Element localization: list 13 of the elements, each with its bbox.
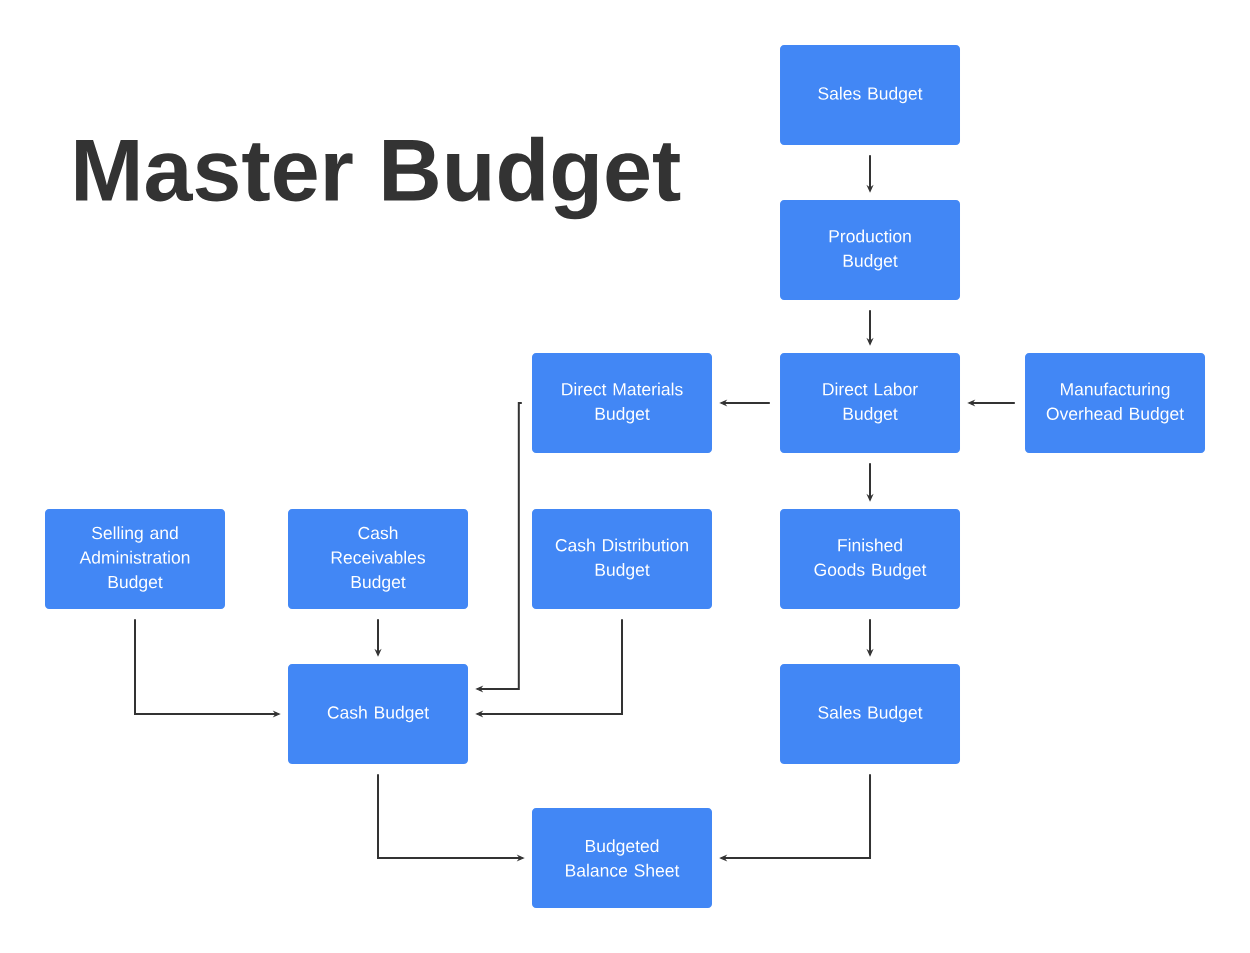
budget-box: Budgeted Balance Sheet: [532, 808, 712, 908]
budget-box: Manufacturing Overhead Budget: [1025, 353, 1205, 453]
budget-box: Direct Materials Budget: [532, 353, 712, 453]
budget-box: Direct Labor Budget: [780, 353, 960, 453]
budget-box: Sales Budget: [780, 664, 960, 764]
title: Master Budget: [76, 136, 681, 220]
budget-box: Selling and Administration Budget: [45, 509, 225, 609]
budget-box: Sales Budget: [780, 45, 960, 145]
budget-box: Production Budget: [780, 200, 960, 300]
budget-box: Cash Distribution Budget: [532, 509, 712, 609]
budget-box: Finished Goods Budget: [780, 509, 960, 609]
budget-box: Cash Budget: [288, 664, 468, 764]
budget-box: Cash Receivables Budget: [288, 509, 468, 609]
